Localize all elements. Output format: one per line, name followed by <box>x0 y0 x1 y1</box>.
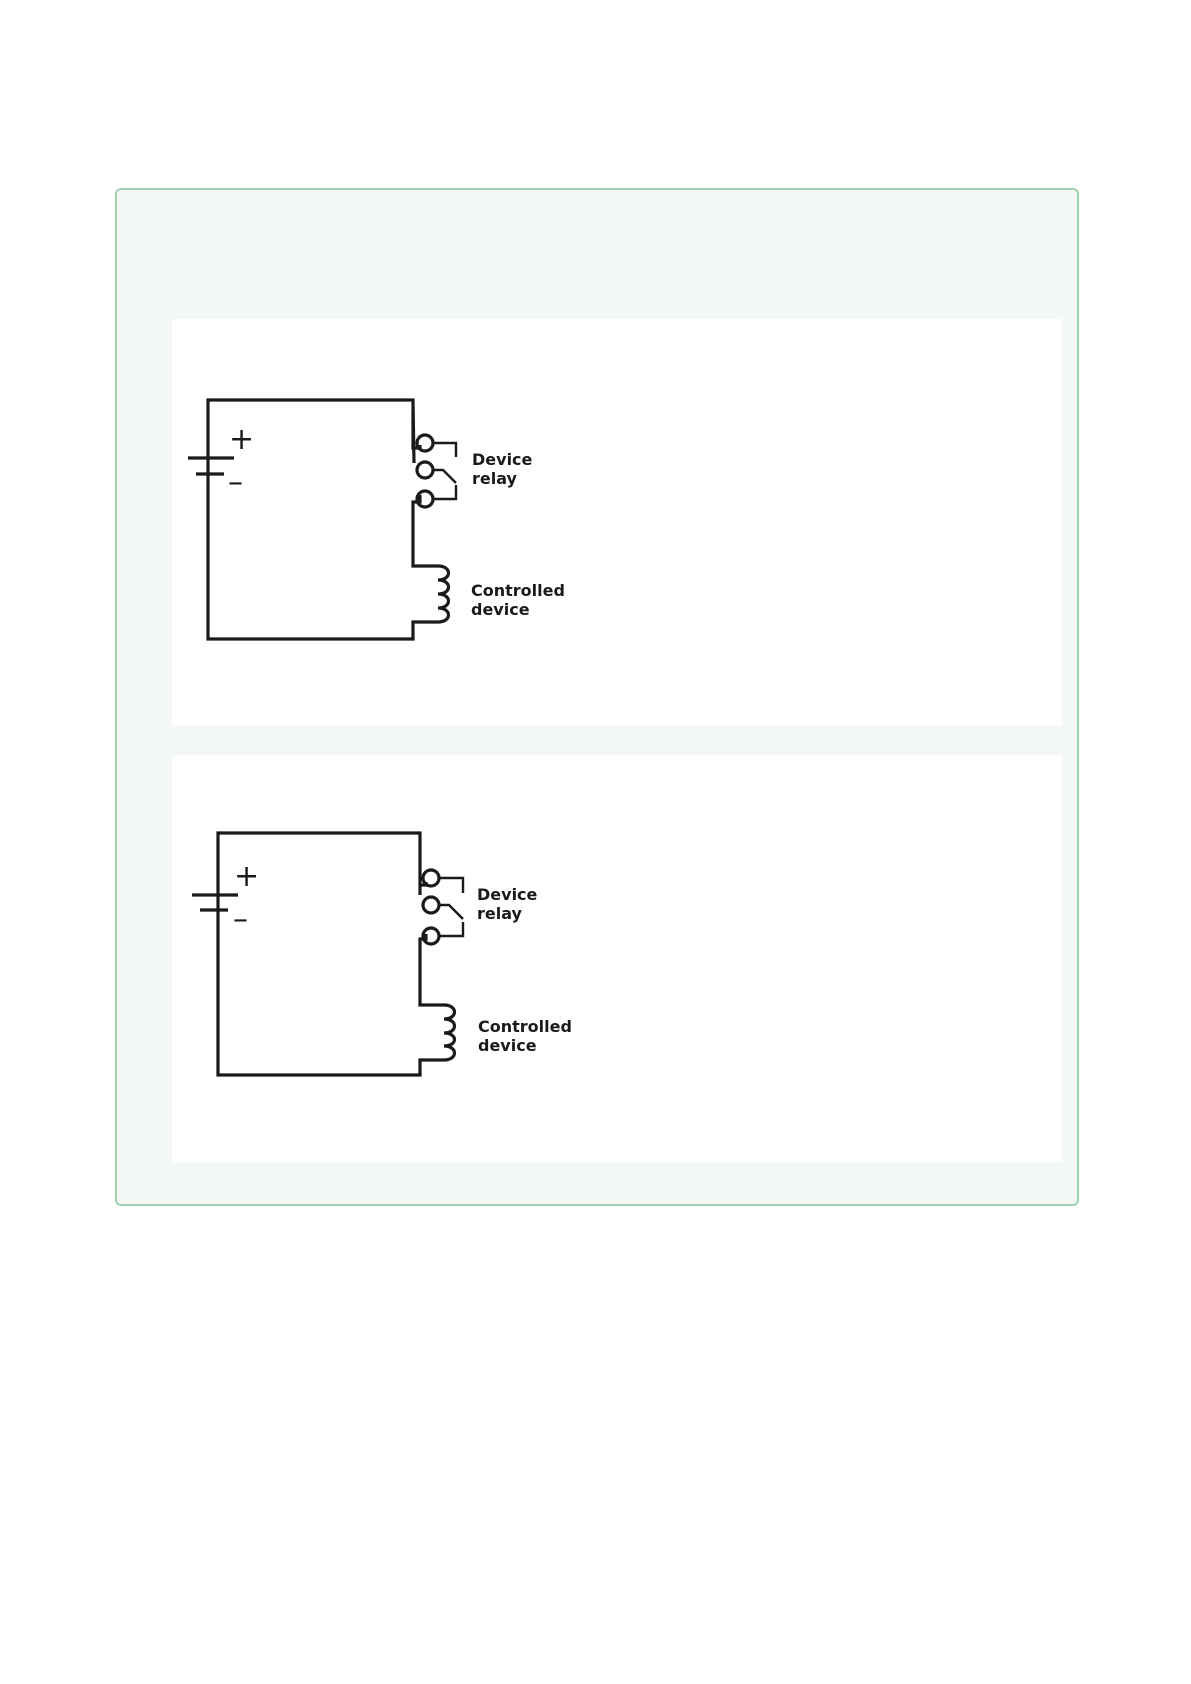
battery-plus-sign: + <box>229 422 254 457</box>
relay-label-line-2: relay <box>472 469 518 488</box>
relay-label-line-1: Device <box>472 450 533 469</box>
circuit-panel-2: + – Device relay Controlled device <box>172 755 1062 1162</box>
relay-contacts-icon <box>423 870 463 944</box>
battery-minus-sign: – <box>233 902 248 937</box>
device-label-line-2: device <box>471 600 530 619</box>
battery-minus-sign: – <box>228 465 243 500</box>
circuit-diagram-2: + – Device relay Controlled device <box>172 755 1062 1162</box>
circuit-panel-1: + – Device relay Controlled device <box>172 319 1062 726</box>
device-label-line-1: Controlled <box>478 1017 572 1036</box>
coil-icon <box>444 1005 455 1060</box>
battery-icon <box>192 895 238 920</box>
relay-label-line-1: Device <box>477 885 538 904</box>
circuit-diagram-1: + – Device relay Controlled device <box>172 319 1062 726</box>
battery-plus-sign: + <box>234 859 259 894</box>
device-label-line-2: device <box>478 1036 537 1055</box>
relay-label-line-2: relay <box>477 904 523 923</box>
device-label-line-1: Controlled <box>471 581 565 600</box>
relay-contacts-icon <box>417 435 456 507</box>
coil-icon <box>438 566 449 622</box>
